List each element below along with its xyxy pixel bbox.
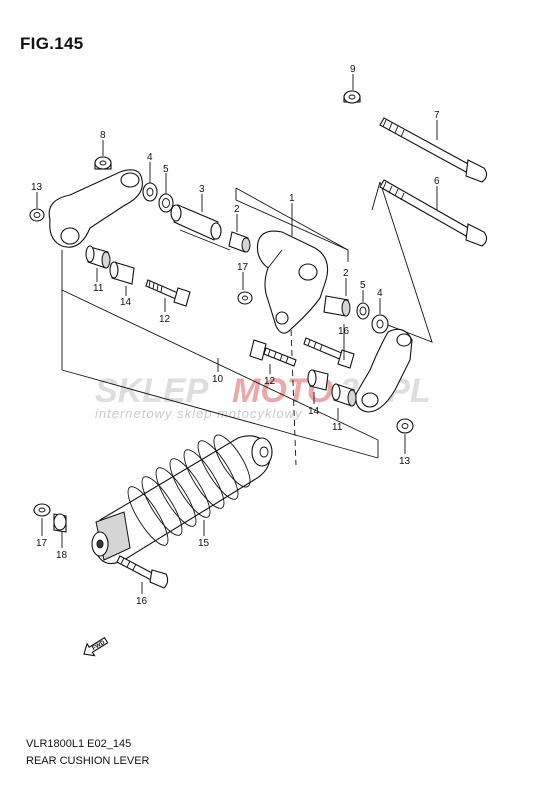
callout-4-right: 4: [377, 288, 383, 299]
footer-model-code: VLR1800L1 E02_145: [26, 738, 132, 750]
callout-11-left: 11: [93, 283, 104, 294]
watermark-tagline: internetowy sklep motocyklowy: [95, 406, 303, 421]
bearing-11-right: [331, 383, 357, 407]
callout-17-lower: 17: [36, 538, 48, 549]
callout-15: 15: [198, 538, 210, 549]
callout-4-left: 4: [147, 152, 153, 163]
callout-16-upper: 16: [338, 326, 350, 337]
callouts: 13 8 4 5 3 2 1 9 7 6 2 5 4 17 11 14 12 1…: [31, 64, 440, 607]
bolt-12-right: [249, 339, 297, 367]
callout-18: 18: [56, 550, 68, 561]
collar-14-right: [307, 369, 329, 391]
collar-14-left: [109, 261, 135, 285]
cushion-rod-right: [355, 328, 413, 413]
nut-13-right: [396, 418, 414, 434]
callout-17-upper: 17: [237, 262, 249, 273]
callout-5-left: 5: [163, 164, 169, 175]
callout-1: 1: [289, 193, 295, 204]
watermark-brand-left: SKLEP: [95, 372, 209, 410]
cushion-rod-left: [48, 169, 143, 248]
bearing-2-right: [323, 295, 351, 317]
callout-14-right: 14: [308, 406, 320, 417]
callout-8: 8: [100, 130, 106, 141]
callout-13-left: 13: [31, 182, 43, 193]
seal-5-left: [158, 193, 174, 213]
bearing-11-left: [85, 245, 111, 269]
bolt-7: [379, 117, 488, 183]
leader-lines: [36, 74, 438, 594]
callout-6: 6: [434, 176, 440, 187]
callout-14-left: 14: [120, 297, 132, 308]
callout-9: 9: [350, 64, 356, 75]
collar-18: [53, 513, 67, 533]
figure-title: FIG.145: [20, 34, 84, 53]
bolt-6: [379, 179, 488, 247]
washer-4-left: [142, 182, 158, 202]
callout-10: 10: [212, 374, 224, 385]
callout-5-right: 5: [360, 280, 366, 291]
shock-absorber-15: [91, 434, 273, 565]
callout-2-right: 2: [343, 268, 349, 279]
nut-17-upper: [237, 291, 253, 305]
callout-12-left: 12: [159, 314, 171, 325]
sleeve-3: [170, 204, 222, 241]
callout-11-right: 11: [332, 422, 343, 433]
nut-9: [343, 90, 361, 104]
nut-17-lower: [33, 503, 51, 517]
callout-2-left: 2: [234, 204, 240, 215]
footer-section-name: REAR CUSHION LEVER: [26, 755, 150, 767]
seal-5-right: [356, 302, 370, 320]
callout-7: 7: [434, 110, 440, 121]
bearing-2-left: [228, 231, 251, 253]
bolt-16-lower: [116, 555, 169, 589]
cushion-lever-1: [256, 230, 329, 334]
nut-8: [94, 156, 112, 170]
callout-16-lower: 16: [136, 596, 148, 607]
bolt-12-left: [145, 279, 191, 307]
callout-3: 3: [199, 184, 205, 195]
washer-4-right: [371, 314, 389, 334]
fwd-arrow-icon: FWD: [83, 636, 109, 657]
bolt-16-upper: [303, 337, 355, 369]
callout-12-right: 12: [264, 376, 276, 387]
nut-13-left: [29, 208, 45, 222]
callout-13-right: 13: [399, 456, 411, 467]
